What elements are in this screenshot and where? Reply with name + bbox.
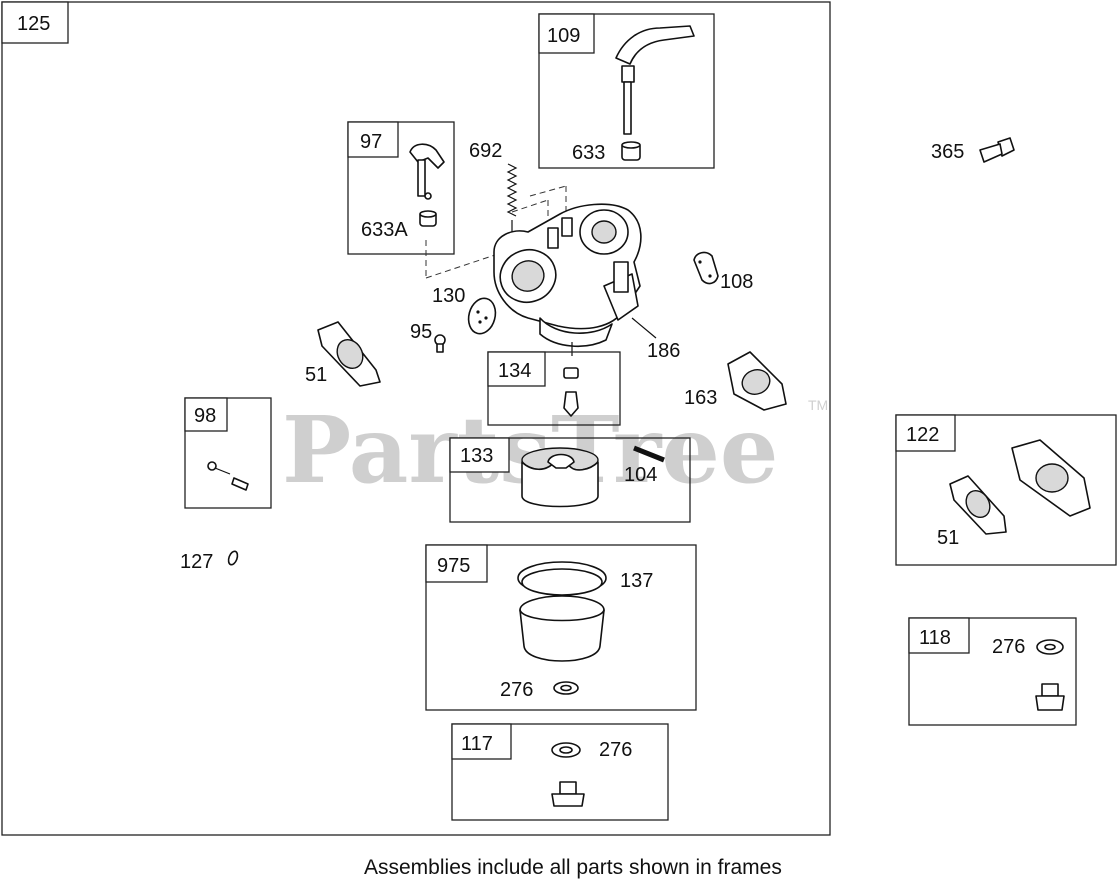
label-633-choke: 633 [572,142,605,164]
screw-95-part[interactable] [434,334,446,353]
idle-screw-part[interactable] [207,461,249,491]
frame-118[interactable]: 118 276 [908,617,1077,726]
label-104: 104 [624,464,657,486]
seal-633a-part[interactable] [419,210,437,227]
spring-692-part[interactable] [506,163,518,240]
footer-note: Assemblies include all parts shown in fr… [364,856,782,879]
washer-276-118-part[interactable] [1036,639,1064,655]
gasket-163-part[interactable] [727,351,787,411]
label-51-main: 51 [305,364,327,386]
frame-98[interactable]: 98 [184,397,272,509]
label-163: 163 [684,387,717,409]
label-276-118: 276 [992,636,1025,658]
spacer-122-part[interactable] [1011,439,1091,517]
washer-276-117-part[interactable] [551,742,581,758]
label-137: 137 [620,570,653,592]
frame-975-label: 975 [437,555,470,577]
seal-633-part[interactable] [621,141,641,161]
label-130: 130 [432,285,465,307]
label-276-bowl: 276 [500,679,533,701]
gasket-51-spacer-part[interactable] [949,475,1007,535]
label-51-spacer: 51 [937,527,959,549]
bowl-nut-118-part[interactable] [1035,683,1065,711]
frame-125-label: 125 [17,13,50,35]
bolt-365-part[interactable] [979,137,1015,163]
frame-97[interactable]: 97 633A [347,121,455,255]
needle-valve-part[interactable] [563,367,579,417]
frame-98-label: 98 [194,405,216,427]
frame-125[interactable]: 125 [1,1,831,836]
frame-109[interactable]: 109 633 [538,13,715,169]
label-365: 365 [931,141,964,163]
frame-117-label: 117 [461,733,493,755]
frame-97-label: 97 [360,131,382,153]
frame-118-label: 118 [919,627,951,649]
throttle-shaft-part[interactable] [409,143,445,200]
washer-276-bowl-part[interactable] [553,681,579,695]
label-276-117: 276 [599,739,632,761]
gasket-51-part[interactable] [317,321,381,387]
choke-plate-130-part[interactable] [465,295,499,337]
bowl-nut-117-part[interactable] [551,781,585,807]
float-133-part[interactable] [521,447,599,508]
gasket-137-part[interactable] [517,561,607,596]
label-127: 127 [180,551,213,573]
frame-117[interactable]: 117 276 [451,723,669,821]
label-186: 186 [647,340,680,362]
label-633a: 633A [361,219,408,241]
gasket-108-part[interactable] [693,251,719,285]
float-pin-104-part[interactable] [633,445,665,463]
float-bowl-part[interactable] [519,595,605,662]
frame-133[interactable]: 133 104 [449,437,691,523]
label-108: 108 [720,271,753,293]
leader-186 [631,317,657,339]
frame-975[interactable]: 975 137 276 [425,544,697,711]
frame-122[interactable]: 122 51 [895,414,1117,566]
frame-134-label: 134 [498,360,531,382]
frame-109-label: 109 [547,25,580,47]
carburetor-body-part[interactable] [493,203,642,356]
frame-122-label: 122 [906,424,939,446]
label-95: 95 [410,321,432,343]
watermark-trademark: TM [808,397,828,413]
frame-133-label: 133 [460,445,493,467]
frame-134[interactable]: 134 [487,351,621,426]
choke-shaft-part[interactable] [615,25,695,135]
label-692: 692 [469,140,502,162]
ring-127-part[interactable] [227,550,239,566]
